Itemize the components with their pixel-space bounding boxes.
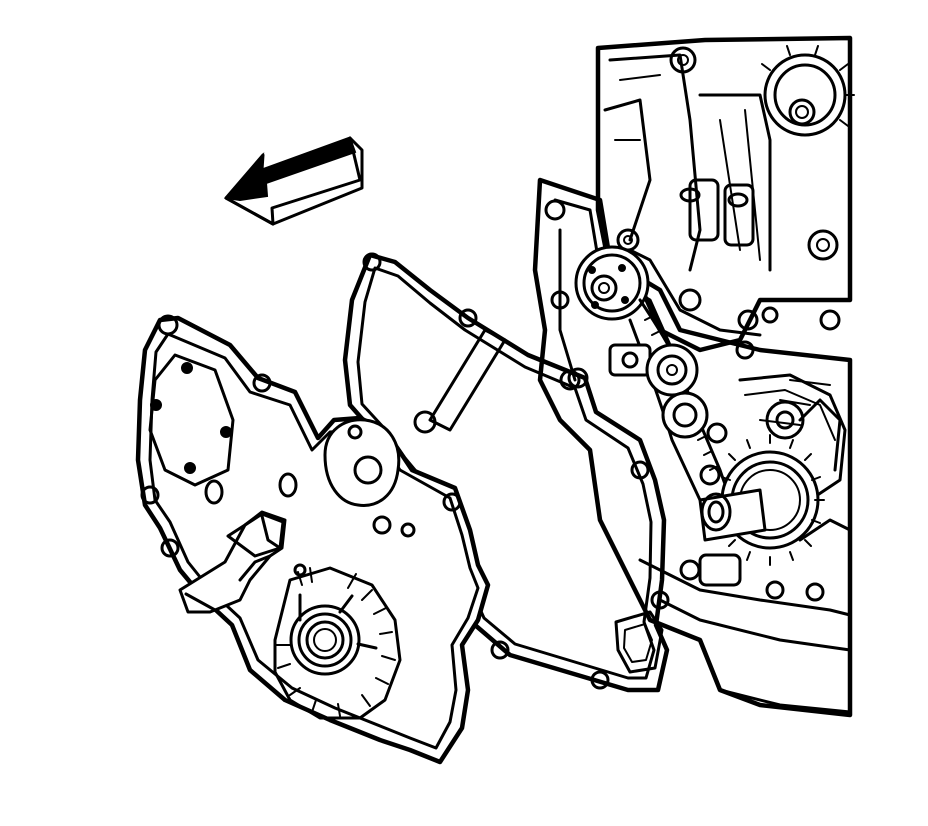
crankshaft-sprocket [698,422,825,566]
front-crankshaft-seal [289,593,378,676]
engine-front [532,35,855,718]
camshaft-sprocket [574,245,650,321]
timing-chain [608,298,847,542]
engine-front-cover [135,314,491,765]
arrow-left-icon [224,136,364,226]
